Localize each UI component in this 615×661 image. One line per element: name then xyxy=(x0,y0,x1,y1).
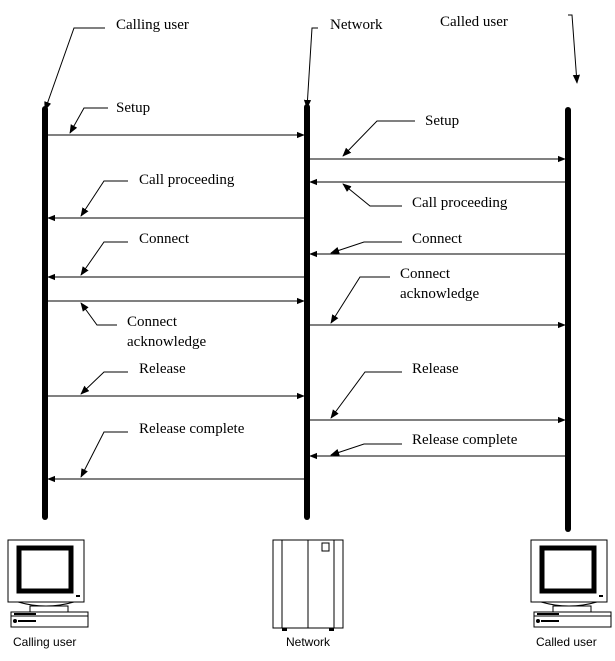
called-user-computer-icon xyxy=(530,539,612,628)
message-label-release-2: Release xyxy=(412,361,459,377)
leader-line-called-user xyxy=(568,14,580,84)
leader-line-setup-1 xyxy=(69,107,108,134)
message-label-release-1: Release xyxy=(139,361,186,377)
calling-user-computer-icon xyxy=(7,539,89,628)
leader-line-release-complete-1 xyxy=(80,431,128,478)
message-label-line: Connect xyxy=(127,314,178,330)
message-label-connect-1: Connect xyxy=(139,231,190,247)
leader-line-connect-ack-1 xyxy=(80,302,117,326)
lane-header-network: Network xyxy=(330,17,383,33)
caption-network: Network xyxy=(286,635,331,649)
message-label-line: Connect xyxy=(400,266,451,282)
lane-header-called-user: Called user xyxy=(440,14,508,30)
leader-line-setup-2 xyxy=(342,120,415,157)
caption-called-user: Called user xyxy=(536,635,597,649)
leader-line-release-1 xyxy=(80,371,128,395)
leader-line-connect-ack-2 xyxy=(330,276,390,324)
leader-line-connect-1 xyxy=(80,241,128,276)
message-label-connect-2: Connect xyxy=(412,231,463,247)
leader-line-call-proceeding-2 xyxy=(342,183,402,207)
message-label-release-complete-2: Release complete xyxy=(412,432,518,448)
leader-line-release-2 xyxy=(330,371,402,419)
lane-header-calling-user: Calling user xyxy=(116,17,189,33)
message-label-release-complete-1: Release complete xyxy=(139,421,245,437)
message-label-call-proceeding-1: Call proceeding xyxy=(139,172,235,188)
caption-calling-user: Calling user xyxy=(13,635,76,649)
leader-line-call-proceeding-1 xyxy=(80,180,128,217)
message-label-line: acknowledge xyxy=(127,334,206,350)
message-label-line: acknowledge xyxy=(400,286,479,302)
message-label-connect-ack-2: Connect acknowledge xyxy=(400,266,479,302)
leader-line-connect-2 xyxy=(330,241,402,254)
leader-line-release-complete-2 xyxy=(330,443,402,456)
message-label-setup-2: Setup xyxy=(425,113,459,129)
message-label-setup-1: Setup xyxy=(116,100,150,116)
message-label-call-proceeding-2: Call proceeding xyxy=(412,195,508,211)
network-switch-icon xyxy=(272,539,344,631)
leader-line-calling-user xyxy=(44,27,105,111)
message-label-connect-ack-1: Connect acknowledge xyxy=(127,314,206,350)
leader-line-network xyxy=(303,27,318,109)
